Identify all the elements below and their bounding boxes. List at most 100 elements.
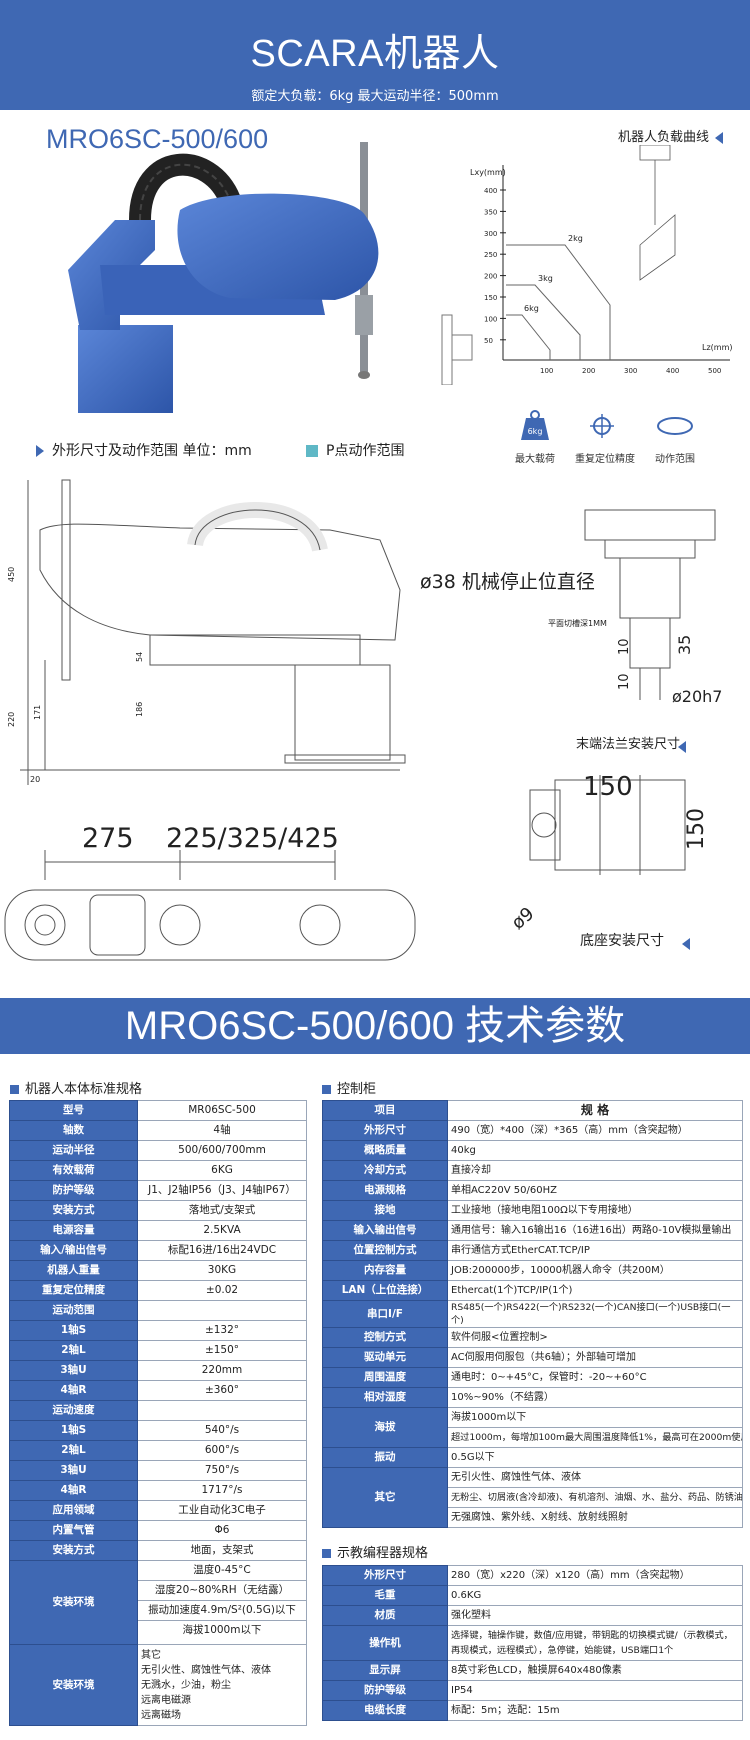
row-key: 2轴L <box>9 1340 138 1361</box>
row-value: 280（宽）x220（深）x120（高）mm（含突起物） <box>447 1565 743 1586</box>
x-tick-label: 400 <box>666 367 679 375</box>
row-value: 2.5KVA <box>137 1220 307 1241</box>
row-key: 毛重 <box>322 1585 448 1606</box>
body-spec-title: 机器人本体标准规格 <box>25 1082 143 1097</box>
y-tick-label: 350 <box>484 208 497 216</box>
cabinet-head-key: 项目 <box>322 1100 448 1121</box>
range-icon <box>657 417 693 435</box>
row-value: ±150° <box>137 1340 307 1361</box>
pendant-heading: 示教编程器规格 <box>322 1542 428 1561</box>
top-banner: SCARA机器人 额定大负载：6kg 最大运动半径：500mm <box>0 0 750 110</box>
row-key: 驱动单元 <box>322 1347 448 1368</box>
other-v2: 无粉尘、切屑液(含冷却液)、有机溶剂、油烟、水、盐分、药品、防锈油 <box>447 1487 743 1508</box>
row-key: LAN（上位连接） <box>322 1280 448 1301</box>
other-key: 其它 <box>322 1467 448 1528</box>
env-extra-4: 远离磁场 <box>141 1709 181 1721</box>
y-tick-label: 200 <box>484 273 497 281</box>
row-value: MR06SC-500 <box>137 1100 307 1121</box>
bullet-square <box>10 1085 19 1094</box>
dims-legend-text: 外形尺寸及动作范围 单位：mm <box>52 443 252 459</box>
page-subtitle: 额定大负载：6kg 最大运动半径：500mm <box>251 89 499 104</box>
triangle-right-icon <box>36 445 44 457</box>
table-row: 操作机选择键，轴操作键，数值/应用键，带钥匙的切换模式键/（示教模式，再现模式，… <box>322 1625 743 1661</box>
svg-text:6kg: 6kg <box>528 427 543 436</box>
dim-10b: 10 <box>617 673 632 690</box>
row-value: ±0.02 <box>137 1280 307 1301</box>
row-key: 3轴U <box>9 1360 138 1381</box>
robot-image <box>68 142 379 413</box>
row-key: 重复定位精度 <box>9 1280 138 1301</box>
table-row: 海拔海拔1000m以下 <box>322 1407 743 1448</box>
x-tick-label: 200 <box>582 367 595 375</box>
env-extra-1: 无引火性、腐蚀性气体、液体 <box>141 1664 271 1676</box>
table-row: 安装方式地面，支架式 <box>9 1540 307 1561</box>
x-tick-label: 100 <box>540 367 553 375</box>
dim-171: 171 <box>33 705 42 720</box>
table-row: 项目规 格 <box>322 1100 743 1121</box>
table-row: 接地工业接地（接地电阻100Ω以下专用接地） <box>322 1200 743 1221</box>
row-key: 电源规格 <box>322 1180 448 1201</box>
row-value: 软件伺服<位置控制> <box>447 1327 743 1348</box>
y-tick-label: 100 <box>484 315 497 323</box>
row-key: 1轴S <box>9 1420 138 1441</box>
row-value: 750°/s <box>137 1460 307 1481</box>
row-key: 控制方式 <box>322 1327 448 1348</box>
dim-225-325-425: 225/325/425 <box>166 823 339 854</box>
row-key: 运动半径 <box>9 1140 138 1161</box>
body-spec-heading: 机器人本体标准规格 <box>10 1078 142 1097</box>
table-row: 重复定位精度±0.02 <box>9 1280 307 1301</box>
flange-title: 末端法兰安装尺寸 <box>576 737 680 752</box>
other-v3: 无强腐蚀、紫外线、X射线、放射线照射 <box>447 1507 743 1528</box>
row-value: 选择键，轴操作键，数值/应用键，带钥匙的切换模式键/（示教模式，再现模式，远程模… <box>447 1625 743 1661</box>
row-value: 40kg <box>447 1140 743 1161</box>
table-row: 控制方式软件伺服<位置控制> <box>322 1327 743 1348</box>
pendant-title: 示教编程器规格 <box>337 1546 429 1561</box>
env-row-3: 海拔1000m以下 <box>182 1624 262 1636</box>
table-row: 无粉尘、切屑液(含冷却液)、有机溶剂、油烟、水、盐分、药品、防锈油 <box>323 1487 743 1508</box>
chart-xlabel: Lz(mm) <box>702 343 732 352</box>
row-value: J1、J2轴IP56（J3、J4轴IP67） <box>137 1180 307 1201</box>
dim-450: 450 <box>7 567 16 582</box>
row-value: 8英寸彩色LCD，触摸屏640x480像素 <box>447 1660 743 1681</box>
base <box>78 325 173 413</box>
table-row: 无强腐蚀、紫外线、X射线、放射线照射 <box>323 1507 743 1528</box>
row-key: 位置控制方式 <box>322 1240 448 1261</box>
row-value: 通用信号：输入16输出16（16进16出）两路0-10V模拟量输出 <box>447 1220 743 1241</box>
table-row: 安装环境 其它 无引火性、腐蚀性气体、液体 无溅水，少油，粉尘 远离电磁源 远离… <box>9 1644 307 1726</box>
row-key: 防护等级 <box>322 1680 448 1701</box>
p-range-legend: P点动作范围 <box>306 440 404 460</box>
dim-20: 20 <box>30 775 40 784</box>
row-key: 3轴U <box>9 1460 138 1481</box>
env-label: 安装环境 <box>9 1560 138 1645</box>
x-tick-label: 500 <box>708 367 721 375</box>
row-key: 内存容量 <box>322 1260 448 1281</box>
dims-legend: 外形尺寸及动作范围 单位：mm <box>36 440 252 460</box>
row-value: 600°/s <box>137 1440 307 1461</box>
table-row: 1轴S±132° <box>9 1320 307 1341</box>
row-value: 220mm <box>137 1360 307 1381</box>
table-row: 输入/输出信号标配16进/16出24VDC <box>9 1240 307 1261</box>
row-value: AC伺服用伺服包（共6轴）；外部轴可增加 <box>447 1347 743 1368</box>
cabinet-title: 控制柜 <box>337 1082 377 1097</box>
env-row-1: 湿度20~80%RH（无结露） <box>138 1581 306 1601</box>
row-value: RS485(一个)RS422(一个)RS232(一个)CAN接口(一个)USB接… <box>447 1300 743 1328</box>
bullet-square <box>322 1085 331 1094</box>
row-key: 4轴R <box>9 1480 138 1501</box>
table-row: 4轴R±360° <box>9 1380 307 1401</box>
dim-150-w: 150 <box>583 772 633 802</box>
row-value: 落地式/支架式 <box>137 1200 307 1221</box>
model-name: MRO6SC-500/600 <box>46 124 269 154</box>
row-key: 概略质量 <box>322 1140 448 1161</box>
env-label-2: 安装环境 <box>9 1644 138 1726</box>
